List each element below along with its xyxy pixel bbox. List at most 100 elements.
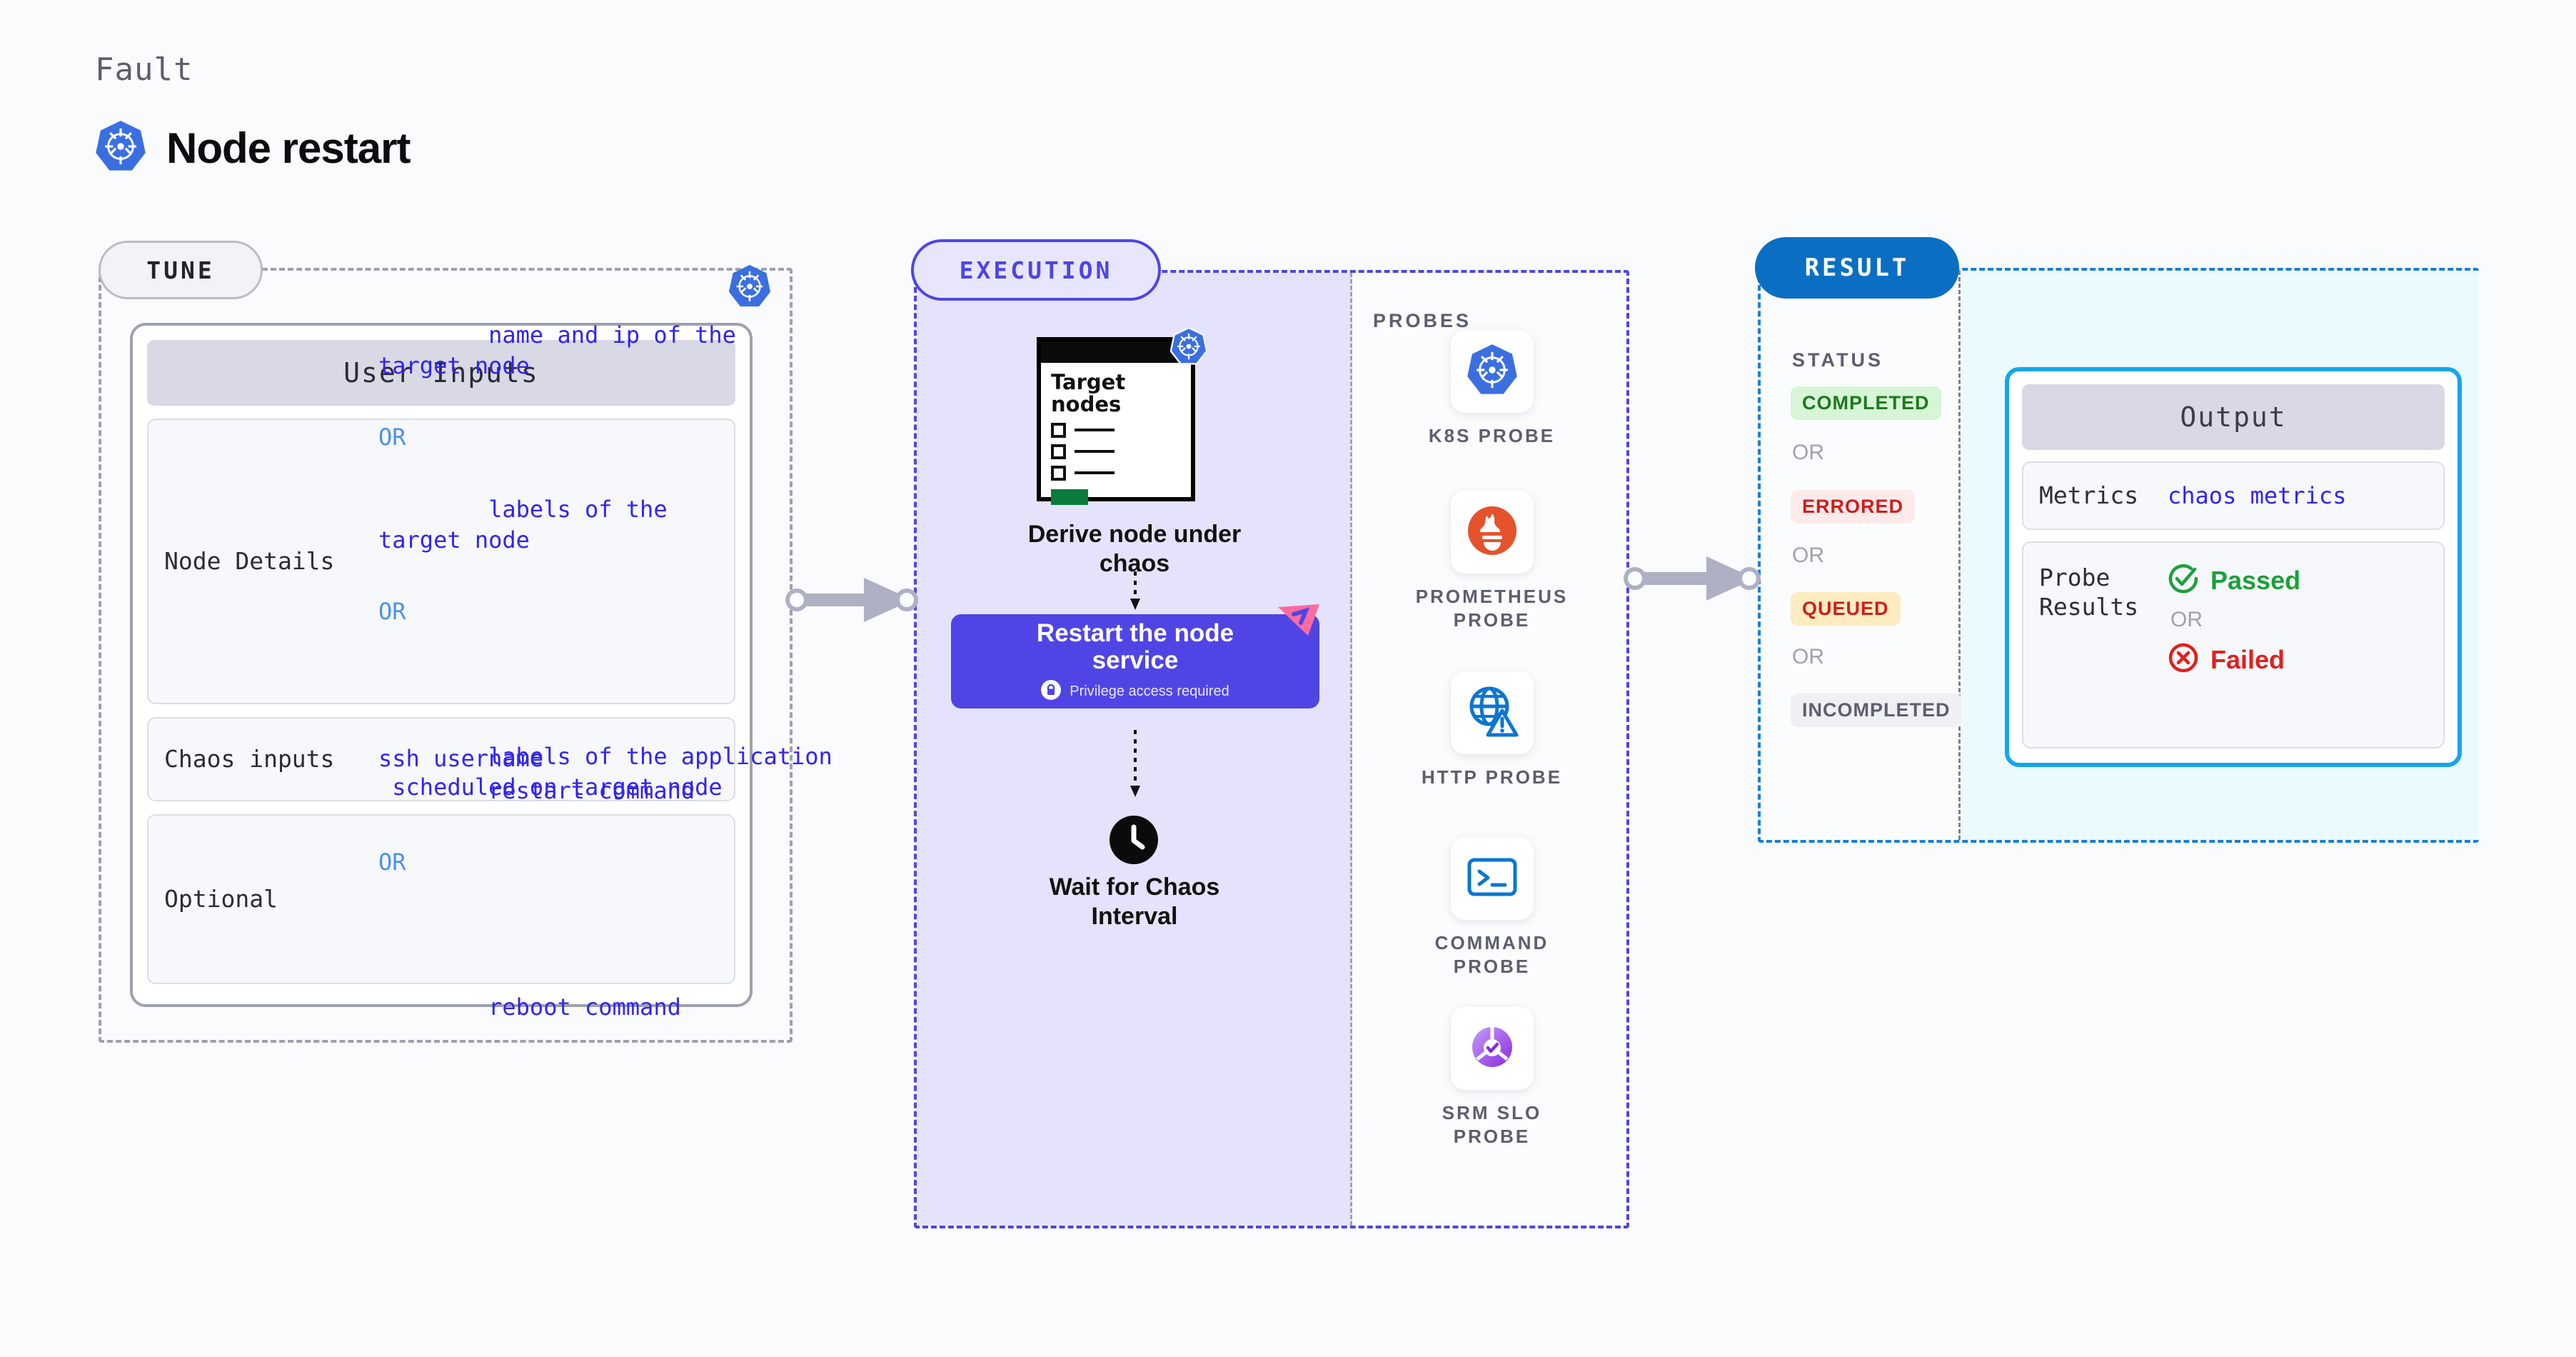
list-item [1051, 465, 1181, 481]
value-secondary: reboot command [488, 993, 681, 1021]
or-separator: OR [378, 424, 406, 451]
target-nodes-title: Target nodes [1051, 370, 1126, 417]
kubernetes-icon [1466, 344, 1518, 400]
value-tertiary: labels of the application scheduled on t… [392, 742, 832, 801]
output-row-metrics: Metrics chaos metrics [2022, 461, 2445, 530]
passed-label: Passed [2210, 565, 2301, 595]
check-circle-icon [2168, 563, 2199, 598]
restart-node-service-step: Restart the node service Privilege acces… [951, 604, 1319, 708]
globe-warning-icon [1465, 685, 1519, 741]
status-badge-queued: QUEUED [1791, 592, 1901, 626]
page-title: Node restart [166, 124, 411, 172]
execution-steps-column: Target nodes [917, 273, 1352, 1226]
value-primary: name and ip of the target node [378, 321, 736, 379]
probe-http[interactable]: HTTP PROBE [1354, 671, 1629, 789]
value-secondary: labels of the target node [378, 495, 668, 554]
probe-command[interactable]: COMMAND PROBE [1354, 837, 1629, 978]
row-key: Probe Results [2039, 564, 2139, 621]
or-separator: OR [1792, 441, 1824, 464]
srm-slo-icon [1467, 1022, 1517, 1076]
row-key: Metrics [2039, 481, 2139, 510]
output-card: Output Metrics chaos metrics Probe Resul… [2005, 367, 2462, 767]
or-separator: OR [378, 848, 406, 876]
input-row-chaos-inputs: Chaos inputs ssh username [147, 717, 735, 801]
row-key: Optional [164, 885, 278, 913]
output-row-probe-results: Probe Results Passed OR [2022, 541, 2445, 748]
row-value: name and ip of the target node OR labels… [378, 289, 832, 834]
checkbox-icon [1051, 444, 1066, 459]
ribbon-flag-icon [1277, 603, 1321, 641]
terminal-icon [1466, 856, 1518, 902]
wait-for-chaos-caption: Wait for Chaos Interval [1049, 873, 1220, 931]
arrow-execution-to-result [1622, 550, 1765, 611]
tune-pill-label[interactable]: TUNE [99, 241, 263, 299]
execution-pill-label[interactable]: EXECUTION [911, 239, 1161, 301]
list-item [1051, 422, 1181, 438]
arrow-tune-to-execution [784, 571, 920, 632]
privilege-badge: Privilege access required [1041, 679, 1229, 703]
fault-eyebrow-label: Fault [95, 51, 193, 88]
user-inputs-title: User Inputs [147, 340, 735, 406]
or-separator: OR [1792, 544, 1824, 567]
kubernetes-icon [95, 120, 146, 176]
status-badge-completed: COMPLETED [1791, 386, 1941, 420]
probe-k8s[interactable]: K8S PROBE [1354, 330, 1629, 448]
probe-label: PROMETHEUS PROBE [1415, 586, 1569, 631]
row-value: ssh username [378, 745, 544, 773]
status-section-label: STATUS [1792, 349, 1883, 371]
target-nodes-document: Target nodes [1037, 337, 1195, 505]
probes-section-label: PROBES [1373, 310, 1472, 331]
row-key: Node Details [164, 547, 335, 576]
probe-prometheus[interactable]: PROMETHEUS PROBE [1354, 491, 1629, 631]
or-separator: OR [378, 598, 406, 626]
result-pill-label[interactable]: RESULT [1755, 237, 1959, 299]
line-placeholder [1075, 450, 1115, 454]
checkbox-icon [1051, 422, 1066, 438]
status-badge-incompleted: INCOMPLETED [1791, 693, 1962, 727]
line-placeholder [1075, 471, 1115, 475]
clock-icon [1110, 816, 1158, 868]
execution-panel: Target nodes [914, 270, 1629, 1228]
probe-icon-card [1450, 330, 1534, 413]
probes-column: PROBES [1354, 273, 1629, 1226]
output-title: Output [2022, 384, 2445, 450]
green-status-bar [1051, 489, 1088, 505]
failed-label: Failed [2210, 644, 2285, 674]
probe-icon-card [1450, 671, 1534, 754]
result-status-column: STATUS COMPLETED OR ERRORED OR QUEUED OR… [1761, 271, 1962, 840]
kubernetes-icon [1169, 326, 1208, 369]
probe-icon-card [1450, 837, 1534, 920]
row-value: chaos metrics [2168, 482, 2347, 509]
or-separator: OR [2170, 608, 2203, 631]
privilege-note: Privilege access required [1070, 683, 1229, 699]
row-value: restart command OR reboot command [378, 745, 695, 1054]
fault-title-row: Node restart [95, 120, 411, 176]
kubernetes-icon [728, 264, 771, 312]
document-titlebar [1041, 341, 1191, 363]
status-badge-errored: ERRORED [1791, 490, 1916, 524]
checkbox-icon [1051, 465, 1066, 481]
value-primary: restart command [488, 776, 695, 804]
probe-icon-card [1450, 1007, 1534, 1090]
row-key: Chaos inputs [164, 745, 335, 773]
flow-arrow-down [1127, 730, 1143, 802]
probe-result-passed: Passed [2168, 563, 2300, 598]
x-circle-icon [2168, 642, 2199, 677]
input-row-optional: Optional restart command OR reboot comma… [147, 777, 735, 1021]
restart-step-title: Restart the node service [1036, 619, 1234, 674]
probe-srm-slo[interactable]: SRM SLO PROBE [1354, 1007, 1629, 1148]
flow-arrow-down [1127, 571, 1143, 615]
result-panel: STATUS COMPLETED OR ERRORED OR QUEUED OR… [1758, 268, 2479, 843]
probe-icon-card [1450, 491, 1534, 574]
probe-label: SRM SLO PROBE [1442, 1102, 1542, 1147]
lock-icon [1041, 679, 1062, 703]
line-placeholder [1075, 429, 1115, 432]
or-separator: OR [1792, 645, 1824, 669]
probe-label: K8S PROBE [1428, 425, 1556, 446]
probe-result-values: Passed OR Failed [2168, 563, 2300, 677]
derive-node-caption: Derive node under chaos [1027, 521, 1242, 578]
input-row-node-details: Node Details name and ip of the target n… [147, 321, 832, 801]
probe-label: HTTP PROBE [1421, 766, 1563, 788]
prometheus-icon [1466, 505, 1518, 560]
